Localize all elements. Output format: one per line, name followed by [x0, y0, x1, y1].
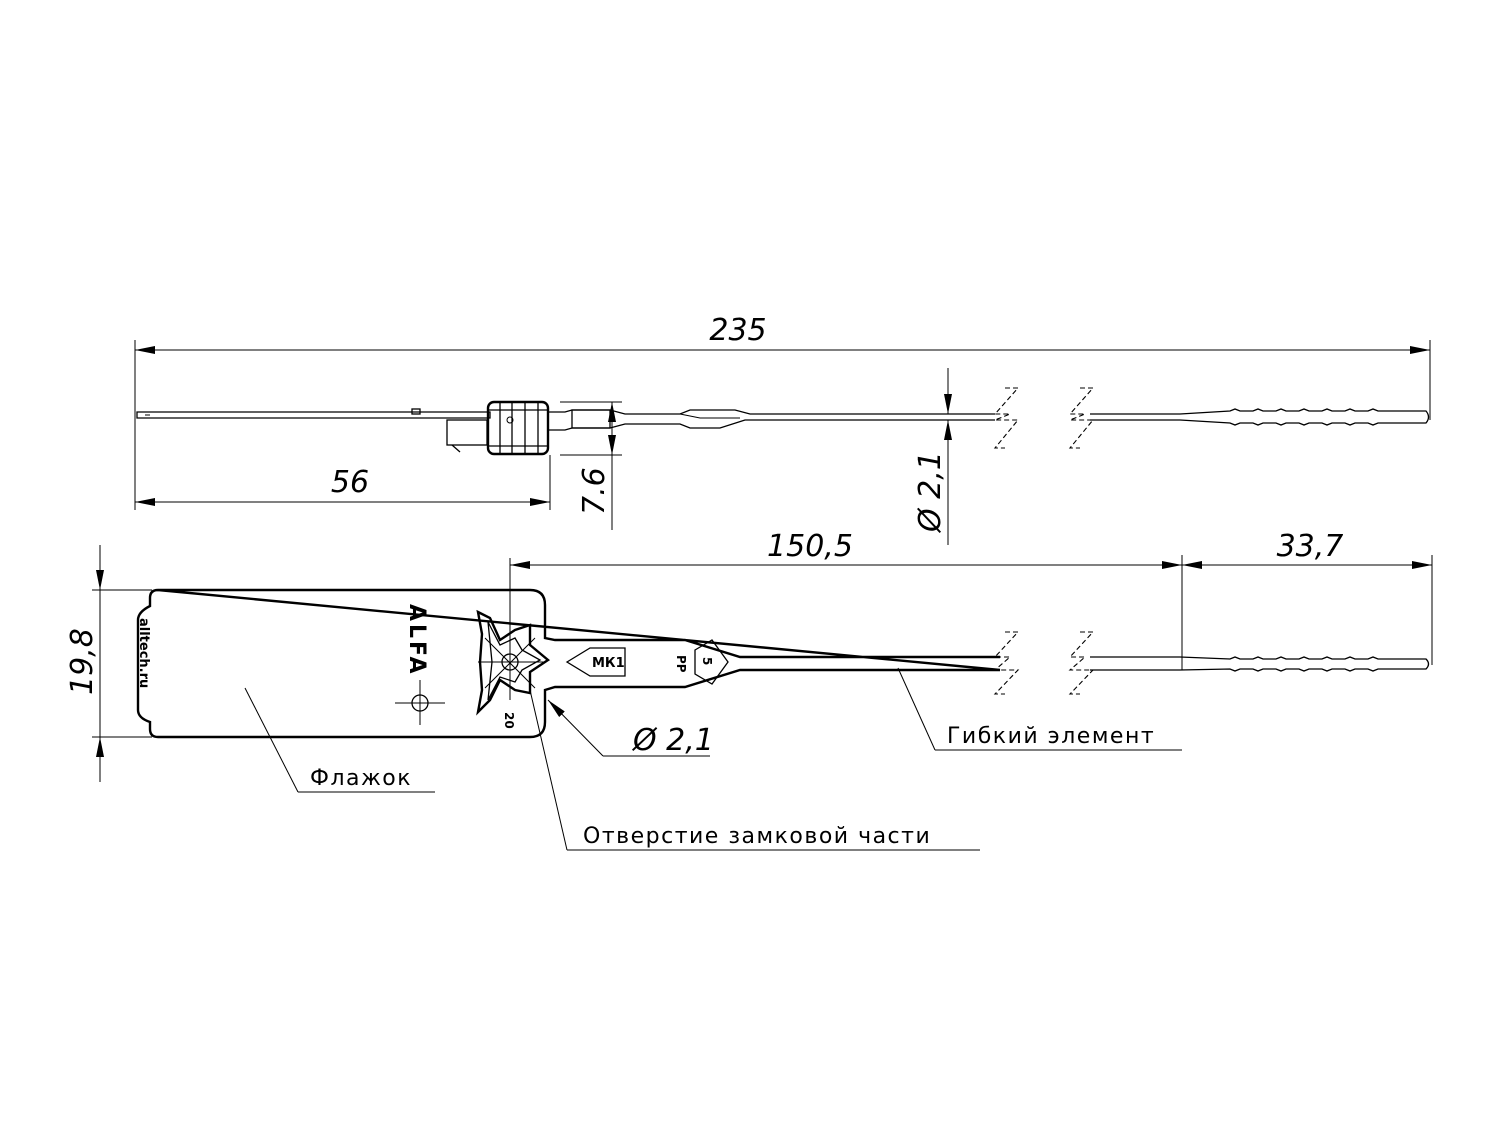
website-text: alltech.ru [136, 618, 151, 688]
recycle-mark: PP 5 [674, 639, 729, 685]
material-text: PP [674, 655, 688, 673]
model-text: МК1 [592, 656, 625, 671]
lock-body-side [446, 400, 550, 456]
dim-head-height: 7.6 [577, 467, 612, 515]
alfa-circle-mark [395, 680, 445, 725]
dim-flag-height: 19,8 [65, 628, 100, 695]
dim-diameter-bottom: Ø 2,1 [631, 723, 714, 758]
brand-text: ALFA [404, 604, 429, 677]
number-text: 20 [502, 712, 516, 729]
model-arrow: МК1 [565, 647, 626, 677]
recycle-code-text: 5 [700, 657, 714, 665]
label-flexible-element: Гибкий элемент [947, 724, 1155, 749]
plan-view: 19,8 alltech.ru ALFA 20 МК1 [65, 529, 1433, 851]
label-flag: Флажок [310, 766, 412, 791]
dim-overall-length: 235 [709, 313, 766, 348]
label-lock-hole: Отверстие замковой части [583, 824, 931, 849]
lock-star: 20 [476, 609, 551, 729]
dim-flexible-length: 150,5 [767, 529, 853, 564]
serrated-tail-side [1179, 408, 1430, 426]
flag: alltech.ru [136, 588, 1001, 739]
serrated-tail-plan [1179, 656, 1430, 672]
side-view: 7.6 Ø 2,1 235 56 [134, 313, 1431, 545]
dim-tail-length: 33,7 [1277, 529, 1344, 564]
dim-head-length: 56 [331, 465, 369, 500]
dim-diameter-top: Ø 2,1 [913, 451, 948, 534]
